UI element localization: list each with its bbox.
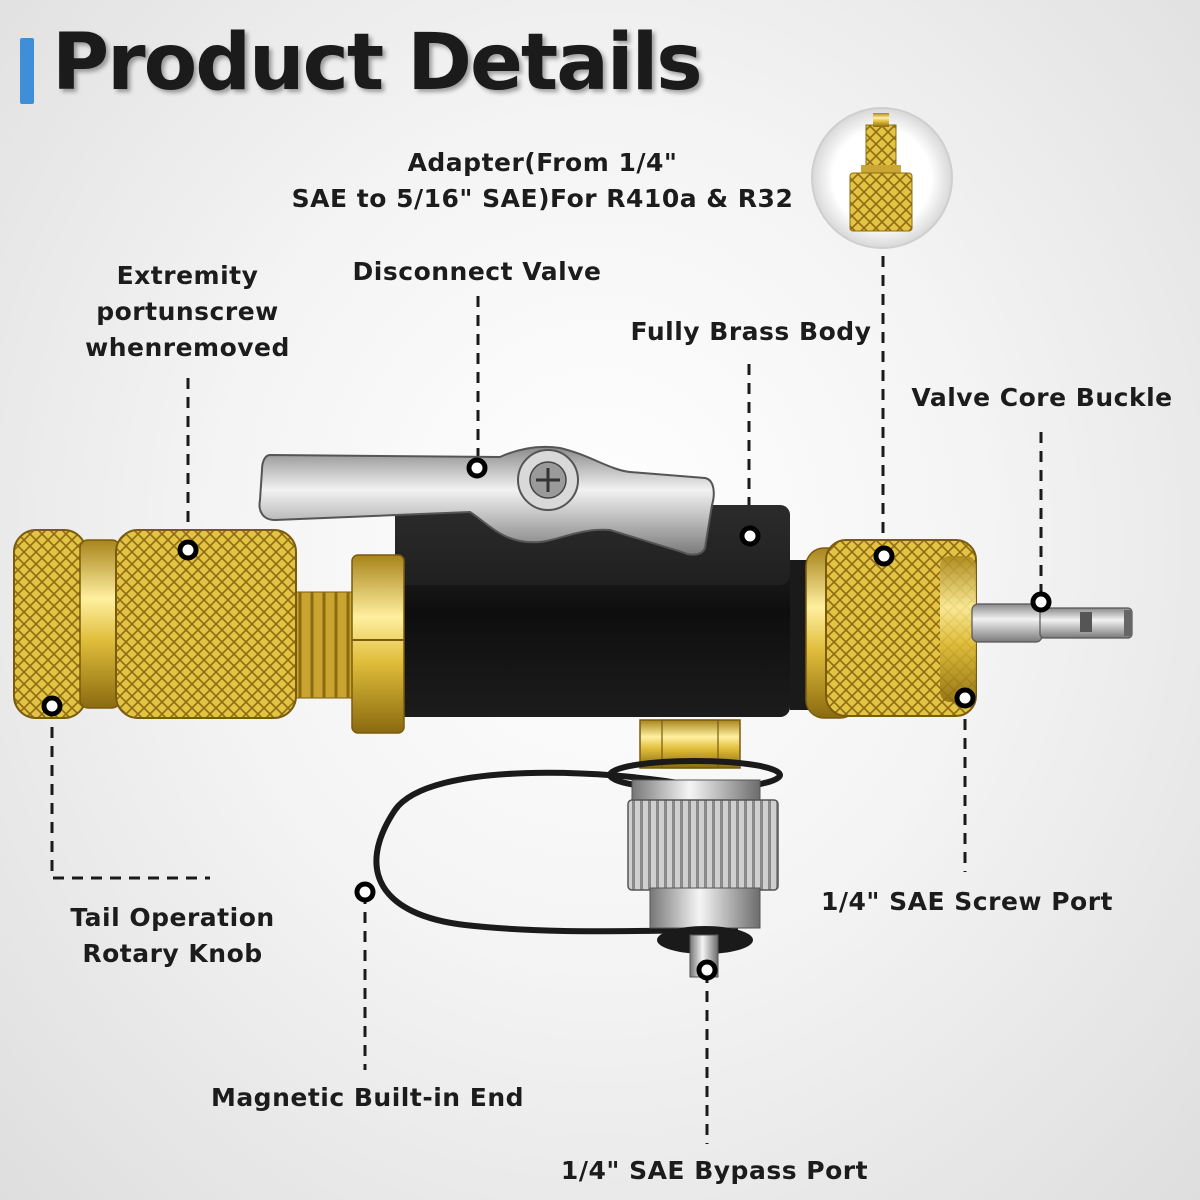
valve-tool-drawing [13, 445, 1133, 978]
disconnect-handle [258, 445, 715, 556]
label-disconnect-valve: Disconnect Valve [352, 257, 602, 286]
label-screw-port: 1/4" SAE Screw Port [821, 887, 1113, 916]
valve-core-stem [971, 603, 1043, 643]
callout-dots [41, 457, 1052, 981]
label-extremity: Extremity portunscrew whenremoved [60, 258, 315, 366]
dot-extremity [177, 539, 199, 561]
dot-disconnect-valve [466, 457, 488, 479]
page-title: Product Details [52, 18, 703, 108]
title-accent-bar [20, 38, 34, 104]
label-adapter-line2: SAE to 5/16" SAE)For R410a & R32 [291, 184, 794, 213]
lanyard [373, 769, 739, 935]
label-valve-core-buckle: Valve Core Buckle [911, 383, 1173, 412]
label-tail-knob-line2: Rotary Knob [82, 939, 263, 968]
label-brass-body: Fully Brass Body [630, 317, 872, 346]
dot-tail-knob [41, 695, 63, 717]
dot-bypass-port [696, 959, 718, 981]
label-extremity-line3: whenremoved [85, 333, 290, 362]
label-tail-knob: Tail Operation Rotary Knob [55, 900, 290, 972]
leader-tail-knob [50, 708, 210, 880]
extremity-knurl [115, 529, 297, 719]
dot-screw-port [954, 687, 976, 709]
dot-adapter [873, 545, 895, 567]
dot-magnetic-end [354, 881, 376, 903]
dot-brass-body [739, 525, 761, 547]
label-bypass-port: 1/4" SAE Bypass Port [560, 1156, 869, 1185]
label-adapter: Adapter(From 1/4" SAE to 5/16" SAE)For R… [290, 145, 795, 217]
label-magnetic-end: Magnetic Built-in End [210, 1083, 525, 1112]
label-extremity-line2: portunscrew [96, 297, 279, 326]
dot-valve-core [1030, 591, 1052, 613]
tail-knob [13, 529, 87, 719]
label-tail-knob-line1: Tail Operation [70, 903, 275, 932]
leader-lines [50, 256, 1043, 1144]
label-extremity-line1: Extremity [116, 261, 259, 290]
label-adapter-line1: Adapter(From 1/4" [407, 148, 678, 177]
adapter-thumbnail [811, 107, 953, 249]
